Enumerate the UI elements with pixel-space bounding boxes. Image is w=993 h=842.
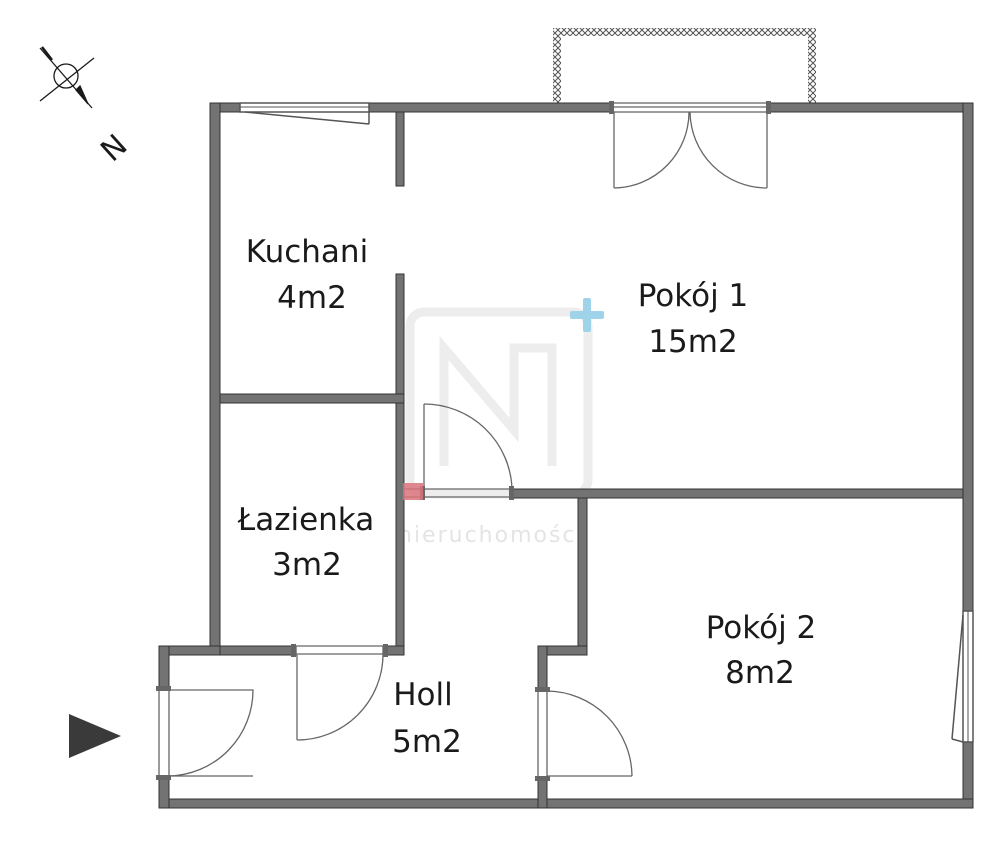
room2-name: Pokój 2 <box>706 610 817 646</box>
hall-area: 5m2 <box>392 724 462 760</box>
kitchen-name: Kuchani <box>246 234 368 270</box>
red-marker <box>403 483 423 500</box>
room2-window <box>951 610 974 743</box>
door-bathroom <box>291 644 388 741</box>
balcony-door <box>609 101 771 189</box>
hall-name: Holl <box>393 677 453 713</box>
bathroom-area: 3m2 <box>272 547 342 583</box>
room1-name: Pokój 1 <box>638 278 749 314</box>
balcony-interior <box>561 36 808 108</box>
kitchen-window <box>239 102 370 125</box>
entrance-door <box>156 686 254 780</box>
compass-north-label: N <box>94 128 134 169</box>
kitchen-area: 4m2 <box>277 280 347 316</box>
room2-area: 8m2 <box>725 655 795 691</box>
blue-plus-marker <box>570 298 604 332</box>
bathroom-name: Łazienka <box>237 502 374 538</box>
watermark-text: nieruchomości <box>398 523 585 548</box>
door-room2 <box>535 687 633 781</box>
walls <box>158 102 974 809</box>
room1-area: 15m2 <box>648 324 737 360</box>
entrance-arrow-icon <box>69 714 121 758</box>
watermark-logo <box>405 307 593 499</box>
compass-icon <box>39 46 95 109</box>
